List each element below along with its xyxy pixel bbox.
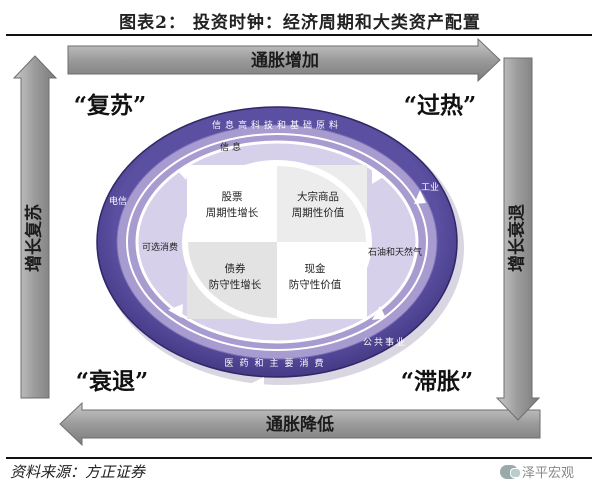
ring-separator [126,133,428,351]
bottom-rule [6,457,592,459]
phase-recovery: “复苏” [74,92,146,119]
quadrant-br-line1: 现金 [305,262,326,275]
quadrant-tl-line1: 股票 [222,191,243,203]
ring-outer-bottom: 医药和主要消费 [224,357,329,369]
arrow-label-right: 增长衰退 [507,204,528,272]
quadrant-top-left [187,165,277,242]
ring-outer-right: 工业 [421,182,439,193]
ring-outer-left: 电信 [109,195,127,207]
quadrant-tr-line1: 大宗商品 [297,190,339,203]
arrow-growth-recovery: 增长复苏 [12,55,58,399]
watermark-text: 泽平宏观 [522,466,575,481]
ring-inner-left: 可选消费 [142,241,178,253]
investment-clock: 股票 周期性增长 大宗商品 周期性价值 债券 防守性增长 现金 防守性价值 信息… [96,106,464,391]
quadrant-br-line2: 防守性价值 [289,278,342,291]
quadrant-top-right [277,165,367,242]
center-quadrants [182,160,372,324]
arrow-inflation-decrease: 通胀降低 [59,401,541,447]
wechat-icon [500,464,521,479]
phase-stagflation: “滞胀” [401,368,473,395]
top-rule [6,34,592,36]
arrow-label-top: 通胀增加 [251,50,319,71]
ring-inner-right: 石油和天然气 [368,246,422,258]
phase-recession: “衰退” [76,368,148,395]
ring-outer-top: 信息高科技和基础原料 [212,119,342,131]
arrow-growth-recession: 增长衰退 [495,57,541,421]
quadrant-bl-line2: 防守性增长 [209,278,262,291]
ring-arrowheads [168,166,426,391]
quadrant-bottom-right [277,242,367,319]
source-note: 资料来源：方正证券 [10,463,146,481]
arrow-label-bottom: 通胀降低 [266,414,334,435]
quadrant-tl-line2: 周期性增长 [206,206,259,219]
arrow-inflation-increase: 通胀增加 [67,37,501,83]
quadrant-tr-line2: 周期性价值 [292,206,345,219]
ring-outer-bottom-right: 公共事业 [363,336,407,348]
ring-inner-top: 信息 [220,141,244,153]
arrow-label-left: 增长复苏 [24,204,45,272]
watermark: 泽平宏观 [500,462,574,481]
quadrant-bottom-left [187,242,277,319]
figure-title: 图表2： 投资时钟：经济周期和大类资产配置 [119,13,481,33]
quadrant-bl-line1: 债券 [225,262,246,275]
phase-overheat: “过热” [404,92,476,119]
